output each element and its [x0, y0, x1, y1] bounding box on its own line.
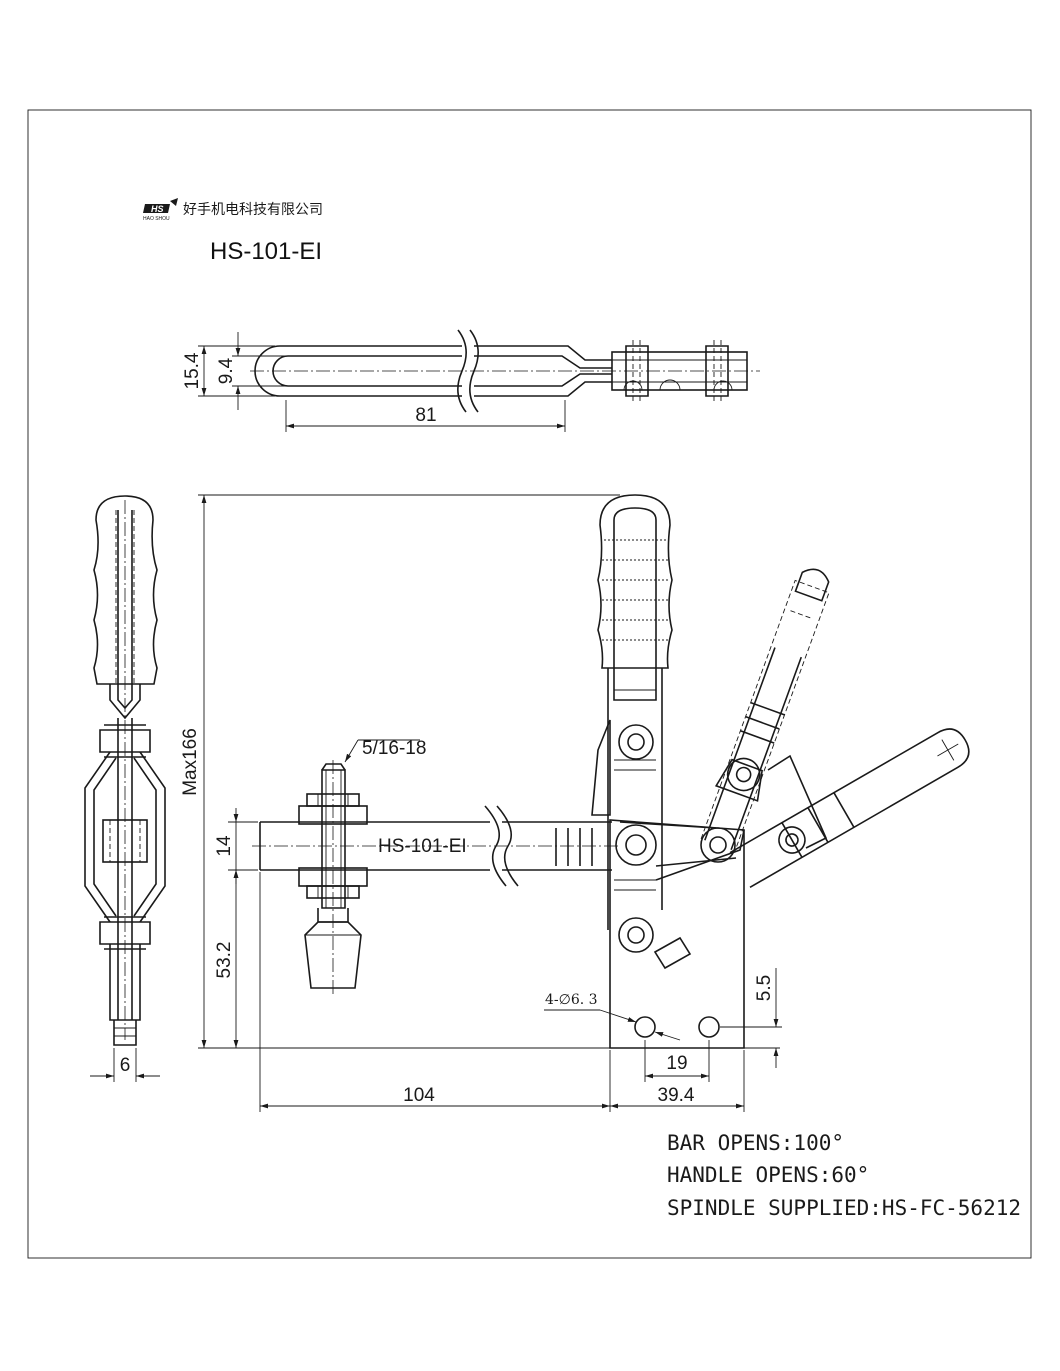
- logo-text: HS: [151, 204, 164, 214]
- side-view-dimensions: 6: [90, 1048, 160, 1082]
- logo-subtext: HAO SHOU: [143, 216, 170, 222]
- front-view-labels: 5/16-18 HS-101-EI 4-∅6. 3: [344, 738, 681, 1041]
- front-view-dimensions: Max166 14 53.2 104 39.4 19 5.5: [180, 494, 782, 1112]
- model-title: HS-101-EI: [210, 238, 322, 265]
- thread-label: 5/16-18: [362, 738, 426, 759]
- hole-label: 4-∅6. 3: [545, 992, 598, 1008]
- note-spindle-supplied: SPINDLE SUPPLIED:HS-FC-56212: [667, 1196, 1021, 1220]
- dim-hole-offset: 5.5: [754, 975, 775, 1001]
- spec-notes: BAR OPENS:100° HANDLE OPENS:60° SPINDLE …: [667, 1131, 1021, 1220]
- dim-bar-center-height: 53.2: [214, 942, 235, 979]
- dim-length: 81: [415, 405, 436, 426]
- note-bar-opens: BAR OPENS:100°: [667, 1131, 844, 1155]
- top-view-dimensions: 15.4 9.4 81: [182, 332, 566, 432]
- company-logo: HS HAO SHOU: [143, 198, 178, 222]
- dim-bar-height: 14: [214, 835, 235, 857]
- dim-bar-length: 104: [403, 1085, 435, 1106]
- front-view: [252, 494, 970, 1049]
- bar-label: HS-101-EI: [378, 836, 467, 857]
- top-view: [250, 329, 760, 413]
- dim-max-height: Max166: [180, 728, 201, 796]
- dim-hole-spacing: 19: [666, 1053, 687, 1074]
- dim-inner-width: 9.4: [216, 357, 237, 384]
- dim-outer-width: 15.4: [182, 352, 203, 389]
- company-name: 好手机电科技有限公司: [183, 202, 323, 218]
- drawing-frame: [27, 109, 1032, 1259]
- mounting-hole-left: [634, 1016, 656, 1038]
- dim-base-length: 39.4: [658, 1085, 695, 1106]
- note-handle-opens: HANDLE OPENS:60°: [667, 1163, 869, 1187]
- dim-thickness: 6: [120, 1055, 131, 1076]
- mounting-hole-right: [698, 1016, 720, 1038]
- side-view: [84, 495, 166, 1046]
